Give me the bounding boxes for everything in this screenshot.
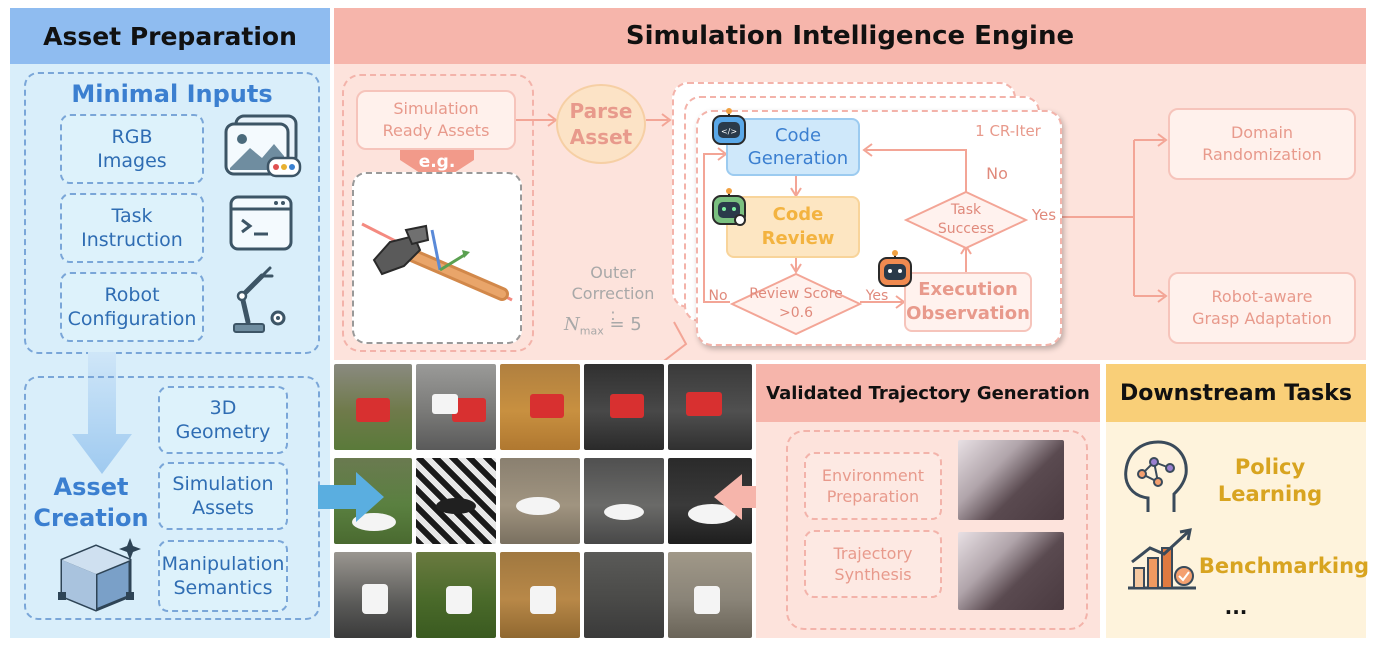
nmax-symbol: N xyxy=(564,314,580,335)
code-review-box xyxy=(726,196,860,258)
blue-right-arrow-icon xyxy=(318,472,384,522)
downstream-header: Downstream Tasks xyxy=(1106,364,1366,422)
manipulation-semantics-box: Manipulation Semantics xyxy=(158,540,288,612)
svg-text:</>: </> xyxy=(721,127,737,136)
scene-photo-grid xyxy=(334,364,752,638)
trajectory-synthesis-box: Trajectory Synthesis xyxy=(804,530,942,598)
nmax-subscript: max xyxy=(579,324,604,338)
engine-connectors xyxy=(516,113,1168,360)
image-icon xyxy=(224,114,302,178)
simulation-assets-box: Simulation Assets xyxy=(158,462,288,530)
validated-trajectory-header: Validated Trajectory Generation xyxy=(756,364,1100,422)
task-instruction-box: Task Instruction xyxy=(60,193,204,263)
benchmarking-label: Benchmarking xyxy=(1198,554,1370,578)
outer-correction-label: Outer Correction : xyxy=(571,262,655,324)
asset-preparation-header: Asset Preparation xyxy=(10,8,330,64)
domain-randomization-box: Domain Randomization xyxy=(1168,108,1356,180)
no-label-left: No xyxy=(708,288,728,304)
execution-observation-label: Execution Observation xyxy=(906,279,1030,324)
scene-photo xyxy=(584,552,664,638)
more-ellipsis: ... xyxy=(1224,595,1248,619)
brain-network-icon xyxy=(1124,440,1188,512)
robot-gripper-photo xyxy=(958,440,1064,520)
grasp-adaptation-box: Robot-aware Grasp Adaptation xyxy=(1168,272,1356,344)
bar-chart-icon xyxy=(1128,528,1196,590)
environment-preparation-box: Environment Preparation xyxy=(804,452,942,520)
cr-iter-label: 1 CR-Iter xyxy=(975,122,1041,140)
yes-label-bottom: Yes xyxy=(865,288,889,304)
robot-head-icon: </> xyxy=(712,108,746,145)
task-success-label: Task Success xyxy=(937,202,995,237)
asset-creation-title: Asset Creation xyxy=(33,473,149,532)
no-label-top: No xyxy=(986,163,1008,183)
sim-ready-group xyxy=(342,74,534,352)
scene-objects-overlay xyxy=(352,392,736,614)
scene-photo xyxy=(584,458,664,544)
cr-loop-arrows xyxy=(703,143,972,309)
minimal-inputs-group xyxy=(24,72,320,354)
yes-label-right: Yes xyxy=(1031,206,1057,224)
pink-left-arrow-icon xyxy=(714,474,780,520)
rgb-images-box: RGB Images xyxy=(60,114,204,184)
code-generation-label: Code Generation xyxy=(747,125,849,169)
policy-learning-label: Policy Learning xyxy=(1217,455,1323,506)
robot-gripper-photo xyxy=(958,532,1064,610)
cube-icon xyxy=(58,538,141,612)
code-generation-box xyxy=(726,118,860,176)
robot-arm-icon xyxy=(233,266,286,333)
parse-asset-node: Parse Asset xyxy=(556,84,646,164)
sim-engine-header: Simulation Intelligence Engine xyxy=(334,8,1366,64)
nmax-value: = 5 xyxy=(603,314,642,335)
eg-label: e.g. xyxy=(418,152,456,172)
3d-geometry-box: 3D Geometry xyxy=(158,386,288,454)
code-review-label: Code Review xyxy=(761,204,835,249)
execution-observation-box xyxy=(904,272,1032,332)
task-success-diamond xyxy=(904,190,1028,250)
trajectory-group xyxy=(786,430,1088,630)
eg-arrow-icon xyxy=(400,150,474,184)
hammer-icon xyxy=(361,222,513,302)
robot-configuration-box: Robot Configuration xyxy=(60,272,204,342)
down-arrow-icon xyxy=(72,352,132,474)
robot-head-icon xyxy=(878,250,912,287)
robot-head-icon xyxy=(712,188,746,226)
review-score-label: Review Score >0.6 xyxy=(749,286,843,321)
review-score-diamond xyxy=(730,272,862,336)
sim-ready-assets-box: Simulation Ready Assets xyxy=(356,90,516,150)
minimal-inputs-title: Minimal Inputs xyxy=(71,80,273,108)
nmax-label: Nmax = 5 xyxy=(564,314,664,340)
terminal-icon xyxy=(229,195,293,251)
